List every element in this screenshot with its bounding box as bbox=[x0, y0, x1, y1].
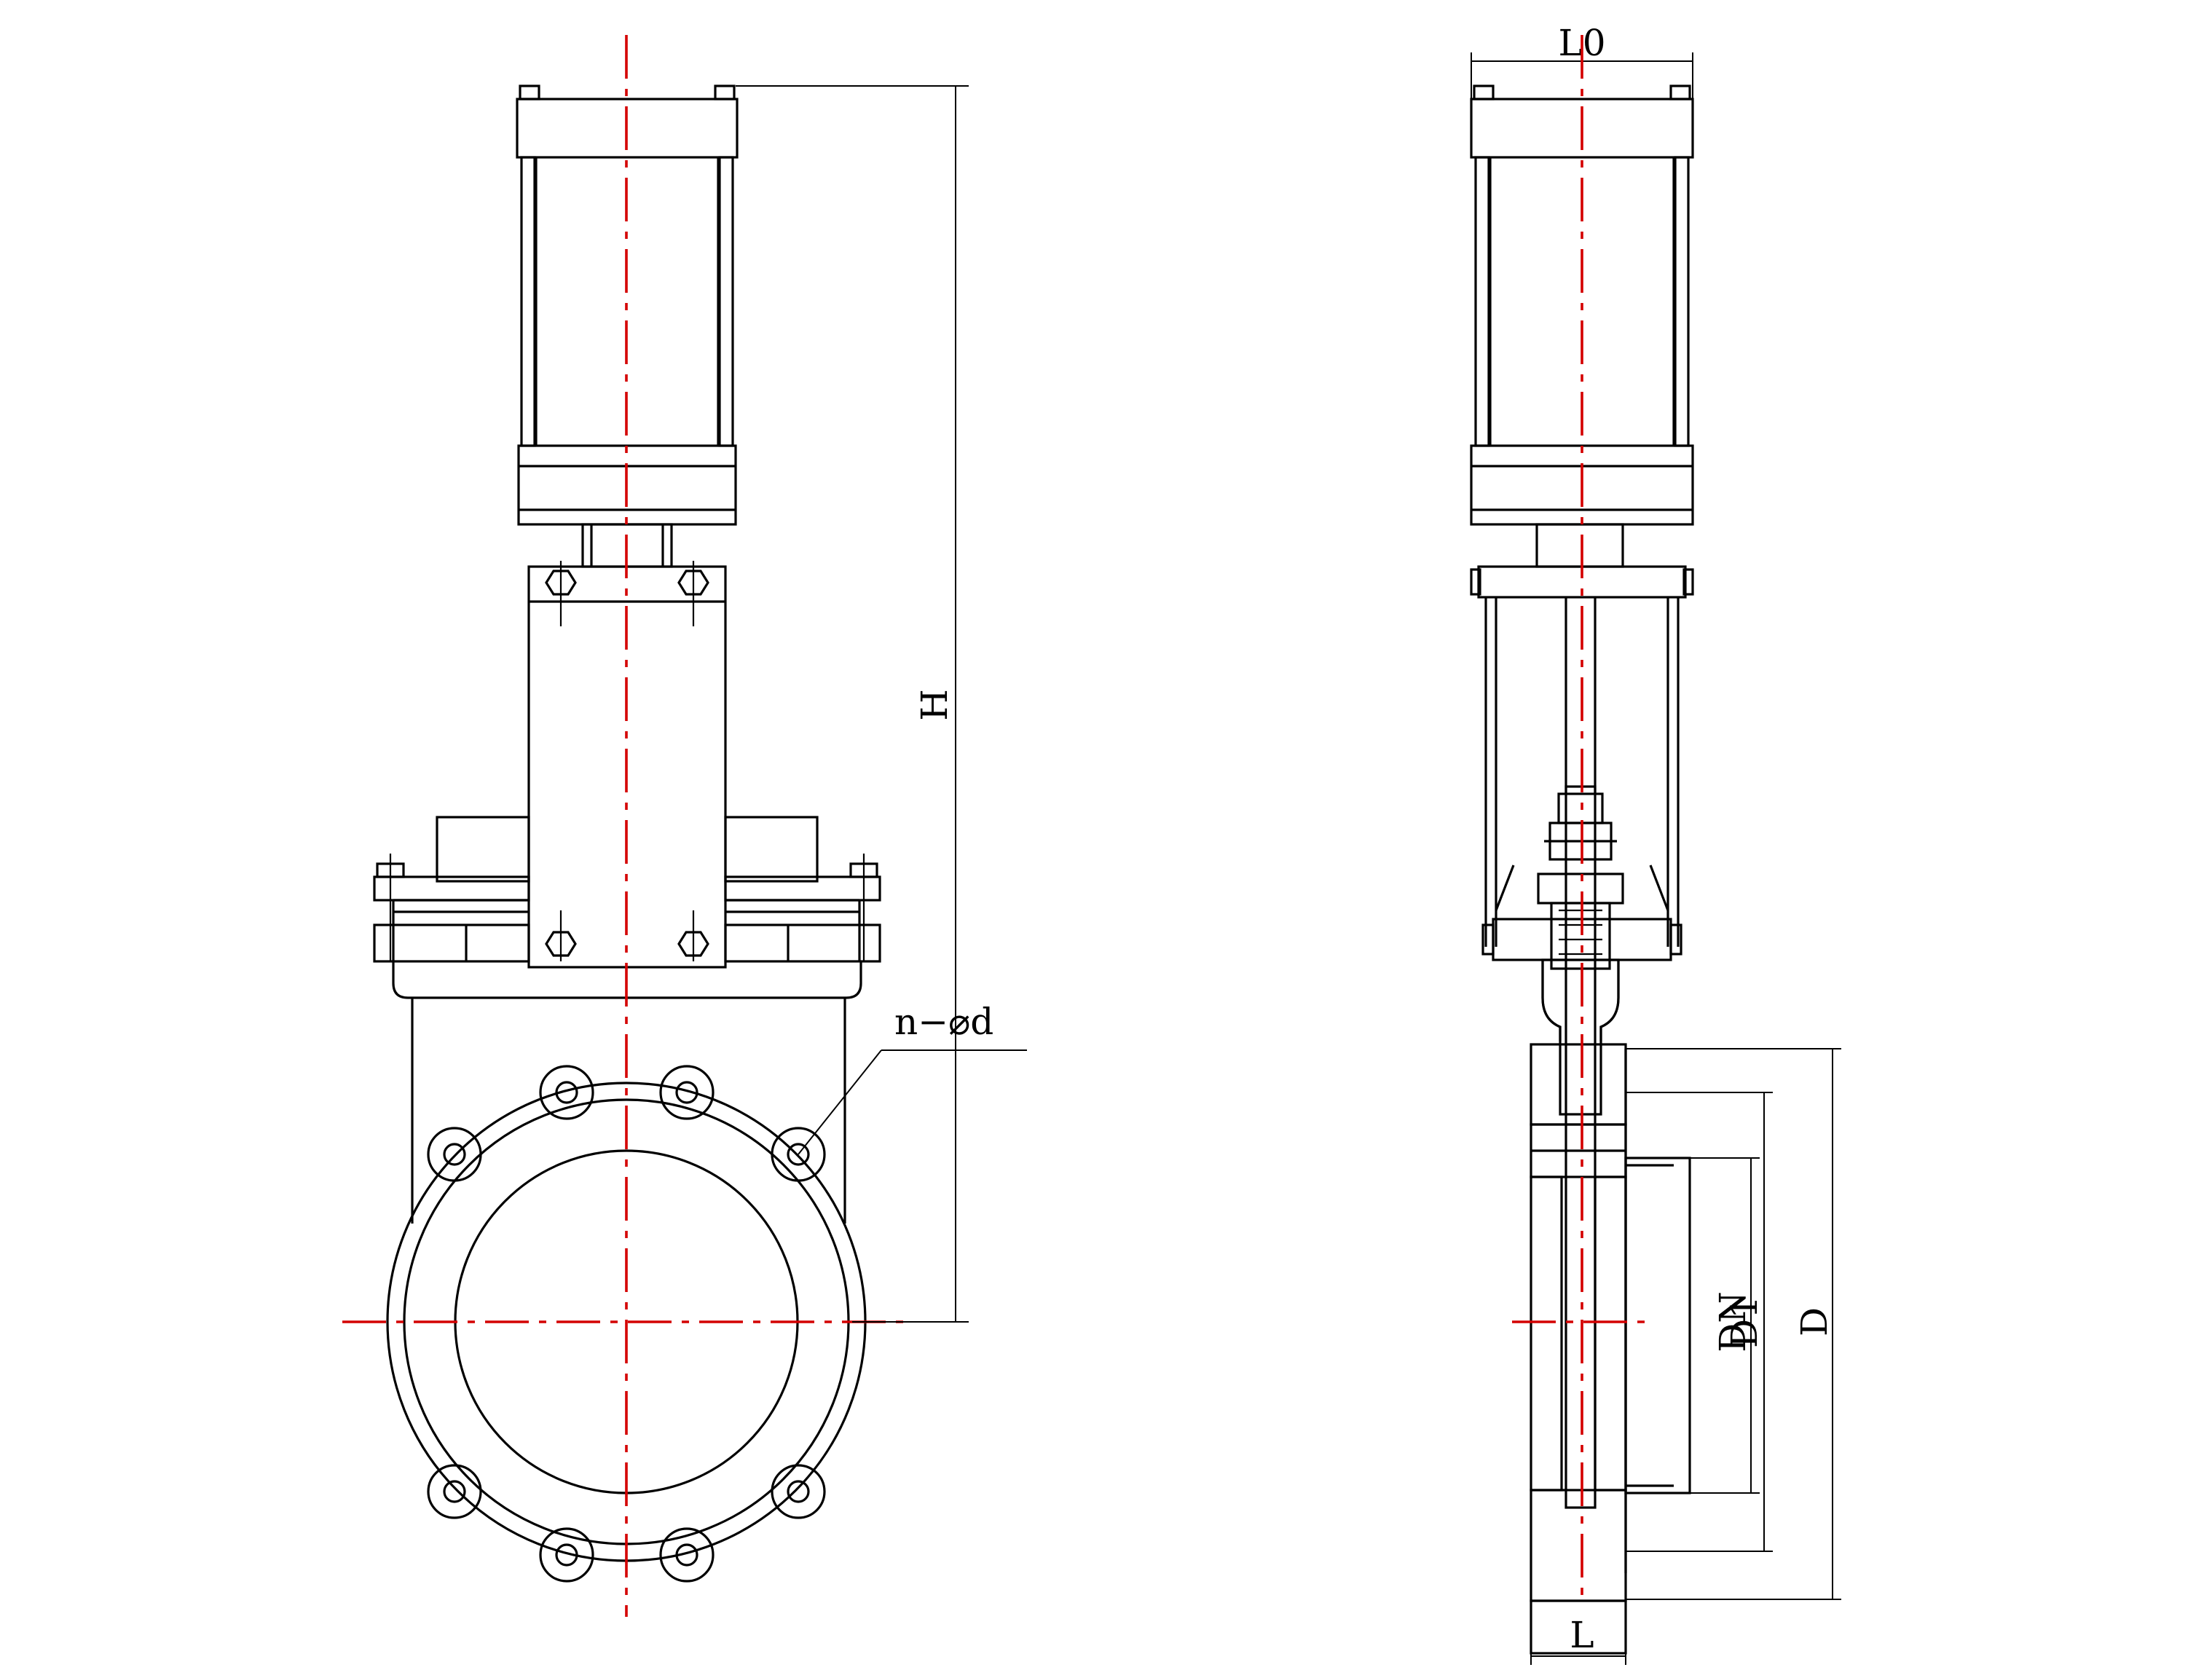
bolt-hole bbox=[659, 1065, 715, 1120]
front-view: H n−⌀d bbox=[342, 35, 1027, 1617]
dimension-h: H bbox=[736, 85, 969, 1323]
dimension-label-bolt-holes: n−⌀d bbox=[894, 1001, 993, 1043]
dimension-bolt-holes: n−⌀d bbox=[798, 1001, 1027, 1155]
dimension-label-d1: D1 bbox=[1723, 1296, 1766, 1348]
dimension-d: D bbox=[1626, 1048, 1841, 1600]
bolt-hole bbox=[539, 1065, 594, 1120]
bolt-hole bbox=[427, 1127, 482, 1182]
dimension-d1: D1 bbox=[1626, 1092, 1773, 1552]
side-yoke bbox=[1470, 565, 1694, 947]
bolt bbox=[545, 561, 577, 626]
dimension-label-d: D bbox=[1793, 1307, 1835, 1336]
side-view: L0 bbox=[1470, 22, 1841, 1665]
dimension-dn: DN bbox=[1690, 1157, 1760, 1494]
dimension-l: L bbox=[1530, 1614, 1626, 1665]
bolt bbox=[545, 910, 577, 961]
dimension-label-h: H bbox=[913, 689, 956, 721]
dimension-label-dn: DN bbox=[1712, 1291, 1754, 1352]
bolt-hole bbox=[659, 1527, 715, 1583]
bolt-hole bbox=[771, 1464, 826, 1519]
bolt-hole bbox=[427, 1464, 482, 1519]
bolt bbox=[677, 561, 709, 626]
side-stem-adapter bbox=[1535, 523, 1624, 568]
bolt-hole bbox=[539, 1527, 594, 1583]
side-valve-body bbox=[1530, 785, 1691, 1655]
bolt-hole bbox=[771, 1127, 826, 1182]
dimension-label-l: L bbox=[1570, 1614, 1594, 1656]
bolt bbox=[677, 910, 709, 961]
